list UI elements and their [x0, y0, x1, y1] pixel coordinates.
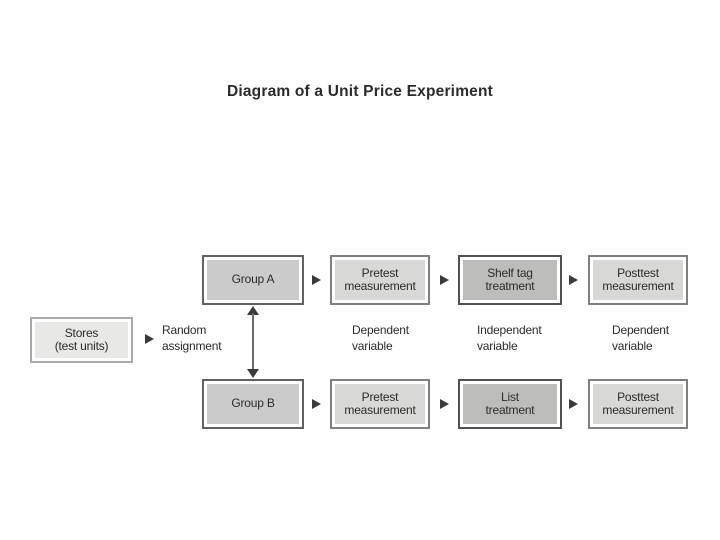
arrow-right-icon — [569, 399, 578, 409]
node-group-b-label: Group B — [207, 384, 299, 424]
diagram-title: Diagram of a Unit Price Experiment — [226, 83, 494, 100]
node-posttest-b: Posttest measurement — [588, 379, 688, 429]
arrow-right-icon — [145, 334, 154, 344]
double-arrow-up-icon — [247, 306, 259, 315]
node-pretest-a: Pretest measurement — [330, 255, 430, 305]
arrow-right-icon — [312, 275, 321, 285]
node-pretest-b: Pretest measurement — [330, 379, 430, 429]
double-arrow-line — [252, 313, 254, 370]
label-dependent-variable-2: Dependent variable — [612, 323, 669, 353]
node-posttest-a-label: Posttest measurement — [593, 260, 683, 300]
node-group-a-label: Group A — [207, 260, 299, 300]
node-list-label: List treatment — [463, 384, 557, 424]
node-list-treatment: List treatment — [458, 379, 562, 429]
label-dependent-variable-1: Dependent variable — [352, 323, 409, 353]
arrow-right-icon — [440, 275, 449, 285]
node-stores-label: Stores (test units) — [35, 322, 128, 358]
node-group-a: Group A — [202, 255, 304, 305]
node-group-b: Group B — [202, 379, 304, 429]
arrow-right-icon — [569, 275, 578, 285]
node-pretest-b-label: Pretest measurement — [335, 384, 425, 424]
node-shelf-tag-treatment: Shelf tag treatment — [458, 255, 562, 305]
arrow-right-icon — [440, 399, 449, 409]
node-pretest-a-label: Pretest measurement — [335, 260, 425, 300]
double-arrow-down-icon — [247, 369, 259, 378]
node-posttest-a: Posttest measurement — [588, 255, 688, 305]
node-stores: Stores (test units) — [30, 317, 133, 363]
arrow-right-icon — [312, 399, 321, 409]
node-posttest-b-label: Posttest measurement — [593, 384, 683, 424]
label-independent-variable: Independent variable — [477, 323, 542, 353]
label-random-assignment: Random assignment — [162, 323, 222, 353]
node-shelf-tag-label: Shelf tag treatment — [463, 260, 557, 300]
